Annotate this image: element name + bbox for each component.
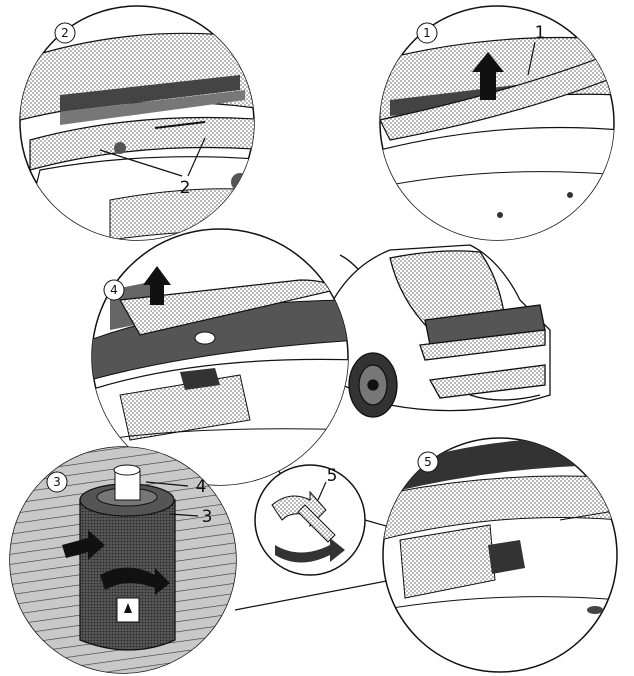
callout-label-3: 3 [202,507,213,527]
car-rear-overview [319,244,551,418]
up-arrow-icon [472,52,504,100]
detail-2-circle: 2 2 [19,5,255,241]
step-number-1: 1 [423,26,431,40]
callout-label-1: 1 [535,23,546,43]
step-number-3: 3 [53,475,61,489]
detail-1-circle: 1 1 [379,5,615,241]
callout-label-5: 5 [327,466,338,486]
step-number-2: 2 [61,26,69,40]
step-number-5: 5 [424,455,432,469]
callout-label-2: 2 [180,178,191,198]
rotation-detail-circle: 5 [254,464,366,576]
callout-label-4: 4 [196,477,207,497]
detail-5-circle: 5 [382,437,618,673]
up-arrow-icon [143,266,171,305]
step-number-4: 4 [110,283,118,297]
detail-3-circle: 3 4 3 [9,446,237,674]
